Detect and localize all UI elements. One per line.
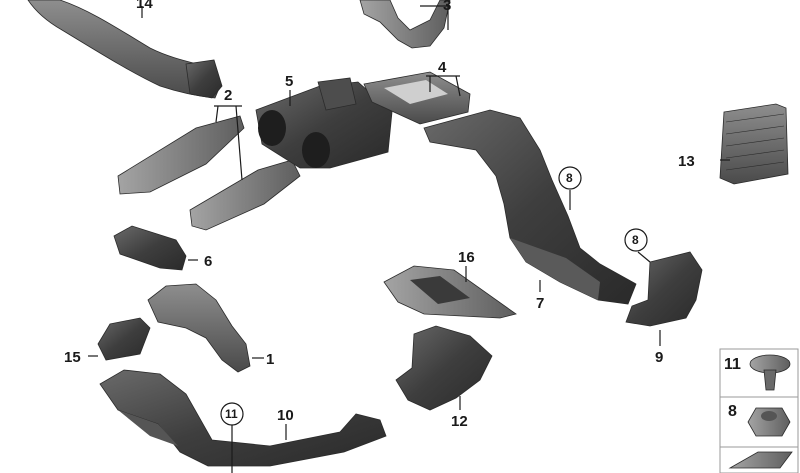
nut-icon [747, 407, 791, 437]
part-6-box [113, 225, 187, 271]
callout-10: 10 [277, 407, 294, 424]
legend-panel-11: 11 [719, 348, 799, 398]
legend-panel-bottom [719, 446, 799, 473]
callout-5: 5 [285, 73, 293, 90]
part-14-duct [27, 0, 223, 99]
callout-8a: 8 [566, 171, 573, 185]
callout-8b: 8 [632, 233, 639, 247]
part-4-frame [363, 71, 471, 125]
callout-11: 11 [225, 407, 238, 421]
callout-8b-circle [624, 228, 648, 252]
callout-8a-circle [558, 166, 582, 190]
part-3-bracket [359, 0, 451, 49]
part-10-duct [99, 369, 387, 467]
leader-4 [426, 75, 461, 97]
callout-16: 16 [458, 249, 475, 266]
legend-label-11: 11 [724, 356, 741, 373]
legend-panel-8: 8 [719, 396, 799, 448]
part-13-vent [719, 103, 789, 185]
leader-2 [214, 105, 243, 181]
callout-6: 6 [204, 253, 212, 270]
callout-12: 12 [451, 413, 468, 430]
callout-7: 7 [536, 295, 544, 312]
part-2-channels [117, 115, 301, 231]
callout-13: 13 [678, 153, 695, 170]
callout-9: 9 [655, 349, 663, 366]
callout-14: 14 [136, 0, 153, 12]
callout-4: 4 [438, 59, 447, 76]
legend-label-8: 8 [728, 403, 737, 420]
callout-15: 15 [64, 349, 81, 366]
leader-3 [420, 5, 449, 30]
part-9-bracket [625, 251, 703, 327]
part-16-panel [383, 265, 517, 319]
callout-3: 3 [443, 0, 451, 14]
part-7-main-duct [423, 109, 637, 305]
part-1-duct [147, 283, 251, 373]
callout-1: 1 [266, 351, 274, 368]
part-15-bracket [97, 317, 151, 361]
callout-2: 2 [224, 87, 232, 104]
wedge-part-icon [728, 451, 793, 469]
part-12-duct [395, 325, 493, 411]
callout-11-circle [220, 402, 244, 426]
push-rivet-icon [749, 354, 791, 391]
leader-8b [637, 251, 651, 263]
leader-lines [88, 5, 730, 473]
